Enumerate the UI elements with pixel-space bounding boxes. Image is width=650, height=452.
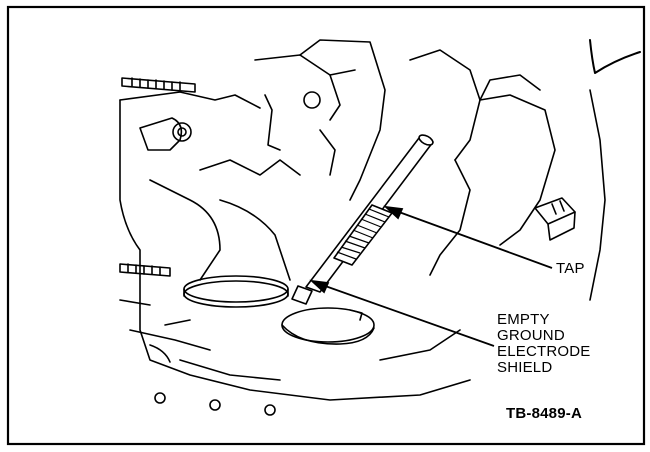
tap-threads [336,208,390,260]
callout-shield-line-2: GROUND [497,327,565,344]
figure-frame [6,5,646,446]
tap-tool [291,134,434,305]
hand-mark [589,39,641,74]
callout-shield-line-3: ELECTRODE [497,343,591,360]
leader-lines [309,205,553,347]
tap-square-end [291,285,313,305]
stud-mid-left [119,263,171,277]
callout-empty-ground-electrode-shield: EMPTY GROUND ELECTRODE SHIELD [497,312,591,376]
callout-tap: TAP [556,260,585,277]
cylinder-head-drawing [119,39,641,416]
figure-reference-id: TB-8489-A [506,405,582,422]
callout-shield-line-4: SHIELD [497,359,553,376]
bracket-tab [534,197,576,241]
valve-seat [183,275,289,303]
callout-shield-line-1: EMPTY [497,311,550,328]
stud-top-left [121,77,196,93]
